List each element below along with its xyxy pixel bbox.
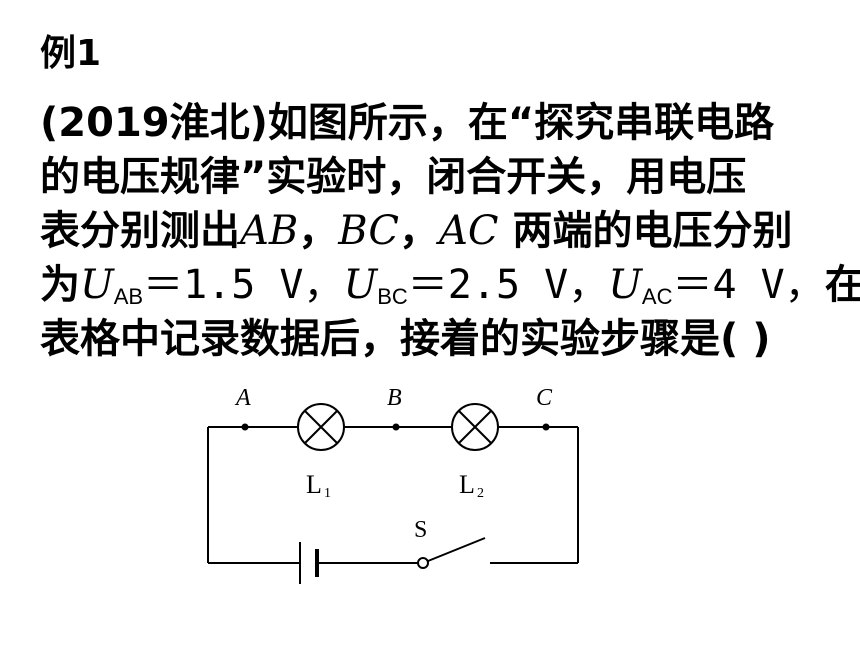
question-line-3: 表分别测出AB，BC，AC 两端的电压分别 [40,204,840,258]
lamp-1-icon [297,403,345,451]
switch-label: S [414,517,427,543]
example-title: 例1 [40,33,102,74]
lamp-2-icon [451,403,499,451]
junction-a-dot [241,423,249,431]
voltage-value-ac: ＝4 V， [672,262,825,308]
question-line-2: 的电压规律”实验时，闭合开关，用电压 [40,154,747,200]
label-ac: AC [439,208,499,254]
point-a-label: A [234,385,251,411]
voltage-symbol-ac: U [608,262,642,308]
line3-text-pre: 表分别测出 [40,208,240,254]
question-line-1: (2019淮北)如图所示，在“探究串联电路 [40,100,775,146]
comma-1: ， [298,208,339,254]
voltage-value-bc: ＝2.5 V， [407,262,609,308]
label-ab: AB [240,208,299,254]
point-c-label: C [536,385,553,411]
line4-text-pre: 为 [40,262,80,308]
voltage-sub-ab: AB [113,284,144,309]
junction-b-dot [392,423,400,431]
lamp-1-subscript: 1 [324,486,331,501]
voltage-symbol-ab: U [80,262,114,308]
voltage-sub-bc: BC [377,284,408,309]
voltage-value-ab: ＝1.5 V， [143,262,344,308]
battery-icon [299,542,319,584]
switch-icon [417,537,486,569]
line4-text-post: 在 [824,262,860,308]
label-bc: BC [338,208,400,254]
comma-2: ， [399,208,440,254]
lamp-2-subscript: 2 [477,486,484,501]
junction-c-dot [542,423,550,431]
point-b-label: B [387,385,402,411]
question-line-4: 为UAB＝1.5 V，UBC＝2.5 V，UAC＝4 V，在 [40,258,860,312]
line3-text-post: 两端的电压分别 [498,208,793,254]
lamp-2-label: L [459,470,475,499]
lamp-1-label: L [306,470,322,499]
question-line-5: 表格中记录数据后，接着的实验步骤是( ) [40,316,771,362]
voltage-symbol-bc: U [343,262,378,308]
voltage-sub-ac: AC [641,284,673,309]
question-text: (2019淮北)如图所示，在“探究串联电路 的电压规律”实验时，闭合开关，用电压… [40,96,860,366]
